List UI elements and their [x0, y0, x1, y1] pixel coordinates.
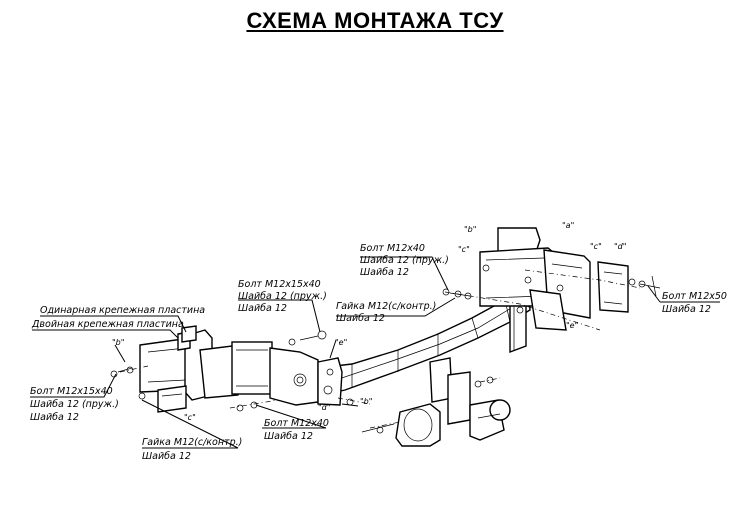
label-lower-bolt: Болт М12х40 Шайба 12: [264, 418, 329, 442]
diagram-title: СХЕМА МОНТАЖА ТСУ: [246, 8, 504, 33]
tow-ball-assembly: [395, 357, 511, 447]
label-left-upper-bolt: Болт М12х15х40 Шайба 12 (пруж.) Шайба 12: [238, 279, 327, 314]
label-text: Шайба 12: [142, 451, 191, 462]
label-text: Шайба 12: [662, 304, 711, 315]
marker-b: "b": [464, 225, 476, 234]
label-text: Шайба 12 (пруж.): [30, 399, 119, 410]
marker-c: "c": [184, 413, 196, 422]
leader-lines: [30, 256, 720, 449]
label-text: Шайба 12: [264, 431, 313, 442]
fasteners: [110, 264, 661, 434]
label-text: Шайба 12 (пруж.): [360, 255, 449, 266]
label-text: Болт М12х15х40: [30, 386, 113, 397]
label-text: Гайка М12(с/контр.): [336, 301, 436, 312]
label-center-bolt: Болт М12х40 Шайба 12 (пруж.) Шайба 12: [360, 243, 449, 278]
marker-c: "c": [590, 242, 602, 251]
marker-e: "e": [566, 321, 578, 330]
label-text: Одинарная крепежная пластина: [40, 305, 205, 316]
label-left-bolt: Болт М12х15х40 Шайба 12 (пруж.) Шайба 12: [30, 386, 119, 423]
mounting-plates: [157, 325, 197, 413]
label-text: Шайба 12: [336, 313, 385, 324]
label-text: Шайба 12: [30, 412, 79, 423]
label-text: Двойная крепежная пластина: [31, 319, 184, 330]
label-text: Болт М12х40: [360, 243, 425, 254]
label-left-nut: Гайка М12(с/контр.) Шайба 12: [142, 437, 242, 462]
marker-b: "b": [112, 338, 124, 347]
marker-a: "а": [562, 221, 574, 230]
label-plates: Одинарная крепежная пластина Двойная кре…: [31, 305, 205, 330]
marker-d: "d": [614, 242, 626, 251]
label-text: Гайка М12(с/контр.): [142, 437, 242, 448]
marker-e: "e": [335, 338, 347, 347]
marker-c: "c": [458, 245, 470, 254]
label-text: Шайба 12: [360, 267, 409, 278]
marker-d: "d": [318, 403, 330, 412]
label-text: Болт М12х50: [662, 291, 727, 302]
label-text: Шайба 12: [238, 303, 287, 314]
left-bracket: [139, 329, 343, 406]
label-right-bolt: Болт М12х50 Шайба 12: [662, 291, 727, 315]
marker-b: "b": [360, 397, 372, 406]
label-text: Шайба 12 (пруж.): [238, 291, 327, 302]
label-text: Болт М12х40: [264, 418, 329, 429]
right-bracket: [479, 227, 629, 331]
reference-markers: "b" "а" "c" "c" "d" "e" "d" "b" "c" "e" …: [112, 221, 626, 422]
label-text: Болт М12х15х40: [238, 279, 321, 290]
label-center-nut: Гайка М12(с/контр.) Шайба 12: [336, 301, 436, 324]
